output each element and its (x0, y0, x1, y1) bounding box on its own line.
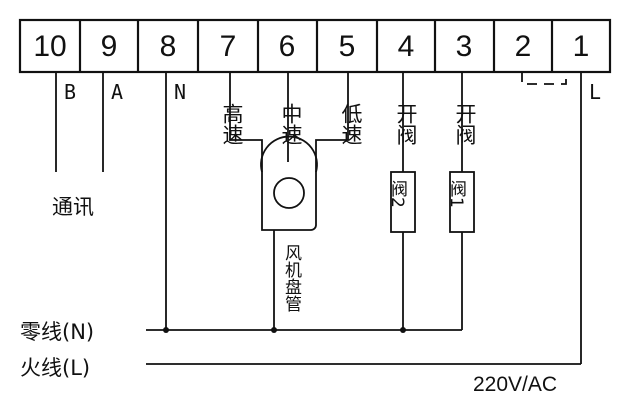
terminal-6-number: 6 (279, 30, 296, 63)
label-b: B (64, 80, 76, 104)
label-high-speed: 高速 (220, 103, 244, 145)
junction-dot (271, 327, 277, 333)
terminal-block (18, 18, 612, 74)
label-low-speed: 低速 (339, 103, 363, 145)
terminal-5-number: 5 (339, 30, 356, 63)
junction-dot (163, 327, 169, 333)
junction-dots (163, 327, 406, 333)
fan-coil-rotor (273, 177, 305, 209)
label-open-valve-4: 开阀 (394, 103, 418, 145)
terminal-10-number: 10 (33, 30, 66, 63)
terminal-8-number: 8 (160, 30, 177, 63)
terminal-3-number: 3 (456, 30, 473, 63)
comm-label: 通讯 (52, 195, 94, 219)
terminal-2-number: 2 (515, 30, 532, 63)
fan-coil-label: 风机盘管 (281, 244, 302, 312)
live-line-label: 火线(L) (20, 356, 90, 380)
valve-1-label: 阀1 (446, 180, 466, 208)
terminal-numbers: 10 9 8 7 6 5 4 3 2 1 (33, 30, 589, 63)
label-n: N (174, 80, 186, 104)
neutral-line-label: 零线(N) (20, 320, 94, 344)
fan-coil-housing (260, 135, 318, 231)
label-a: A (111, 80, 123, 104)
wires (55, 72, 582, 365)
terminal-9-number: 9 (101, 30, 118, 63)
label-mid-speed: 中速 (279, 103, 303, 145)
valve-2-label: 阀2 (387, 180, 407, 208)
terminal-1-number: 1 (573, 30, 590, 63)
jumper-link (521, 72, 567, 85)
label-open-valve-3: 开阀 (453, 103, 477, 145)
terminal-7-number: 7 (220, 30, 237, 63)
label-l: L (589, 80, 601, 104)
terminal-4-number: 4 (398, 30, 415, 63)
supply-voltage-label: 220V/AC (473, 373, 557, 396)
junction-dot (400, 327, 406, 333)
